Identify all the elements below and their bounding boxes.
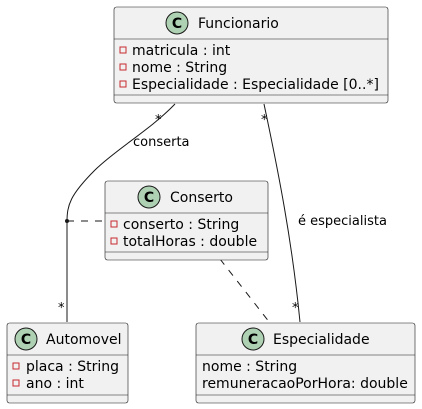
private-visibility-icon (12, 362, 20, 370)
conserto-especialidade-dashed-link (219, 258, 271, 324)
class-stereotype-icon (165, 11, 189, 35)
class-conserto-title: Conserto (170, 190, 233, 206)
class-stereotype-letter: C (144, 190, 154, 206)
class-especialidade[interactable]: C Especialidade nome : String remuneraca… (195, 322, 416, 404)
class-stereotype-letter: C (172, 16, 182, 32)
conserta-multiplicity-target: * (58, 301, 65, 316)
association-class-link (65, 219, 271, 324)
class-automovel[interactable]: C Automovel placa : String ano : int (6, 322, 129, 404)
class-stereotype-icon (241, 327, 265, 351)
attribute-placa: placa : String (26, 359, 119, 375)
attribute-nome: nome : String (132, 60, 227, 76)
attribute-conserto: conserto : String (123, 217, 239, 233)
especialista-multiplicity-target: * (292, 301, 299, 316)
private-visibility-icon (119, 46, 127, 54)
especialista-line (263, 103, 301, 323)
class-automovel-title: Automovel (46, 332, 122, 348)
class-funcionario[interactable]: C Funcionario matricula : int nome : Str… (113, 6, 389, 104)
attribute-ano: ano : int (26, 376, 84, 392)
attribute-matricula: matricula : int (132, 43, 231, 59)
attribute-remuneracaoporhora: remuneracaoPorHora: double (202, 376, 408, 392)
attribute-nome: nome : String (202, 359, 297, 375)
conserta-label: conserta (133, 135, 190, 150)
attribute-totalhoras: totalHoras : double (123, 234, 257, 250)
private-visibility-icon (119, 63, 127, 71)
class-stereotype-icon (14, 327, 38, 351)
attribute-especialidade: Especialidade : Especialidade [0..*] (132, 77, 379, 93)
class-automovel-box (6, 322, 129, 404)
especialista-label: é especialista (298, 214, 387, 229)
conserta-line (66, 103, 176, 322)
class-funcionario-title: Funcionario (198, 16, 279, 32)
class-conserto[interactable]: C Conserto conserto : String totalHoras … (104, 180, 269, 261)
private-visibility-icon (12, 379, 20, 387)
relation-especialista: * * é especialista (261, 103, 387, 323)
private-visibility-icon (119, 80, 127, 88)
class-stereotype-letter: C (248, 332, 258, 348)
especialista-multiplicity-source: * (261, 113, 268, 128)
class-especialidade-title: Especialidade (273, 332, 370, 348)
class-stereotype-icon (137, 185, 161, 209)
private-visibility-icon (110, 220, 118, 228)
private-visibility-icon (110, 237, 118, 245)
relation-conserta: * * conserta (58, 103, 190, 322)
class-stereotype-letter: C (21, 332, 31, 348)
conserta-multiplicity-source: * (155, 113, 162, 128)
